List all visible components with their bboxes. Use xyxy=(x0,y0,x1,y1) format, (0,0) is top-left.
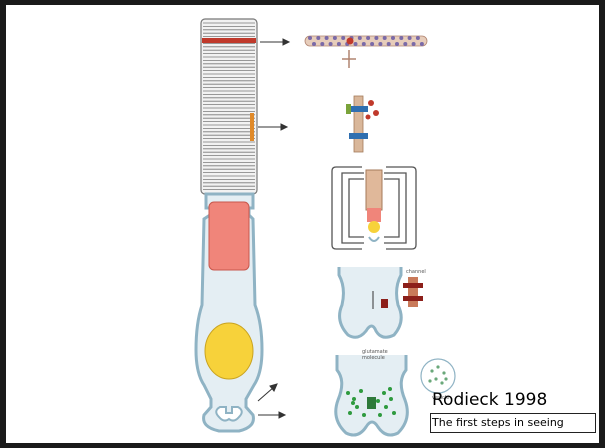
inset-molecule xyxy=(434,377,437,380)
inset-molecule xyxy=(428,379,431,382)
outer-segment-red-band xyxy=(202,38,256,43)
fold-core-red xyxy=(367,208,381,222)
vesicle xyxy=(382,391,386,395)
channel-inset-bar-top xyxy=(403,283,423,288)
chain-molecule-bottom xyxy=(378,42,382,46)
inset-molecule xyxy=(440,381,443,384)
vesicle xyxy=(352,397,356,401)
vesicle xyxy=(346,391,350,395)
chain-molecule-top xyxy=(341,36,345,40)
channel-protein-top xyxy=(349,106,368,112)
chain-molecule-top xyxy=(399,36,403,40)
fold-right-2 xyxy=(384,173,406,243)
vesicle xyxy=(359,389,363,393)
channel-inset-bar-bottom xyxy=(403,296,423,301)
fold-core-terminal xyxy=(369,237,379,241)
arrow-membrane-head xyxy=(281,124,287,130)
slide: channel glutamate molecule vesicle Rodie… xyxy=(6,5,599,443)
arrow-terminal-head xyxy=(279,412,285,418)
membrane-segment xyxy=(354,96,363,152)
vesicle xyxy=(376,399,380,403)
vesicle xyxy=(384,405,388,409)
chain-molecule-top xyxy=(374,36,378,40)
arrow-disc-head xyxy=(283,39,289,45)
chain-molecule-top xyxy=(358,36,362,40)
channel-inset-column xyxy=(408,277,418,307)
ellipsoid xyxy=(209,202,249,270)
chain-molecule-bottom xyxy=(337,42,341,46)
panel-disc-chain xyxy=(305,36,427,68)
vesicle xyxy=(355,405,359,409)
fold-core-yellow xyxy=(368,221,380,233)
inset-molecule xyxy=(442,371,445,374)
citation: Rodieck 1998 The first steps in seeing xyxy=(430,390,594,438)
fold-left-3 xyxy=(349,179,364,237)
citation-book-title: The first steps in seeing xyxy=(432,416,564,430)
chain-molecule-bottom xyxy=(362,42,366,46)
channel-subunit-green xyxy=(346,104,351,114)
vesicle xyxy=(351,401,355,405)
ion-1 xyxy=(368,100,374,106)
inset-molecule xyxy=(430,369,433,372)
outer-segment-orange-marker xyxy=(250,113,254,141)
fold-right-3 xyxy=(384,179,399,237)
vesicle xyxy=(389,397,393,401)
nucleus xyxy=(205,323,253,379)
vesicle xyxy=(348,411,352,415)
chain-molecule-bottom xyxy=(329,42,333,46)
rod-cell xyxy=(196,19,262,431)
chain-molecule-bottom xyxy=(403,42,407,46)
chain-molecule-top xyxy=(366,36,370,40)
chain-molecule-bottom xyxy=(354,42,358,46)
fold-core-upper xyxy=(366,170,382,210)
chain-molecule-bottom xyxy=(387,42,391,46)
chain-molecule-top xyxy=(308,36,312,40)
arrow-terminal-up xyxy=(258,387,274,401)
chain-molecule-top xyxy=(316,36,320,40)
chain-molecule-bottom xyxy=(320,42,324,46)
synapse-membrane xyxy=(336,355,408,435)
chain-molecule-top xyxy=(416,36,420,40)
vesicle xyxy=(388,387,392,391)
inset-molecule xyxy=(436,365,439,368)
channel-protein-bottom xyxy=(349,133,368,139)
ion-3 xyxy=(366,115,371,120)
panel-terminal-channel: channel xyxy=(339,267,426,337)
vesicle xyxy=(392,411,396,415)
citation-author-year: Rodieck 1998 xyxy=(432,390,547,410)
terminal-membrane xyxy=(339,267,401,337)
chain-molecule-top xyxy=(383,36,387,40)
chain-molecule-bottom xyxy=(312,42,316,46)
chain-molecule-bottom xyxy=(412,42,416,46)
chain-molecule-bottom xyxy=(370,42,374,46)
disc-chain-red-molecule xyxy=(347,38,354,45)
vesicle xyxy=(378,413,382,417)
ion-2 xyxy=(373,110,379,116)
chain-molecule-top xyxy=(391,36,395,40)
glutamate-label-line-2: molecule xyxy=(362,355,385,361)
rod-photoreceptor-diagram: channel glutamate molecule vesicle xyxy=(6,5,599,443)
terminal-channel-red xyxy=(381,299,388,308)
chain-molecule-bottom xyxy=(420,42,424,46)
chain-molecule-top xyxy=(408,36,412,40)
fold-left-2 xyxy=(342,173,364,243)
chain-molecule-bottom xyxy=(395,42,399,46)
channel-label: channel xyxy=(406,269,426,275)
outer-segment xyxy=(201,19,257,194)
panel-membrane-channel xyxy=(346,96,379,152)
synapse-ribbon xyxy=(367,397,376,409)
inset-molecule xyxy=(444,377,447,380)
chain-molecule-top xyxy=(325,36,329,40)
panel-nested-folds xyxy=(332,167,416,249)
chain-molecule-top xyxy=(333,36,337,40)
vesicle xyxy=(362,413,366,417)
vesicle-inset-circle xyxy=(421,359,455,393)
